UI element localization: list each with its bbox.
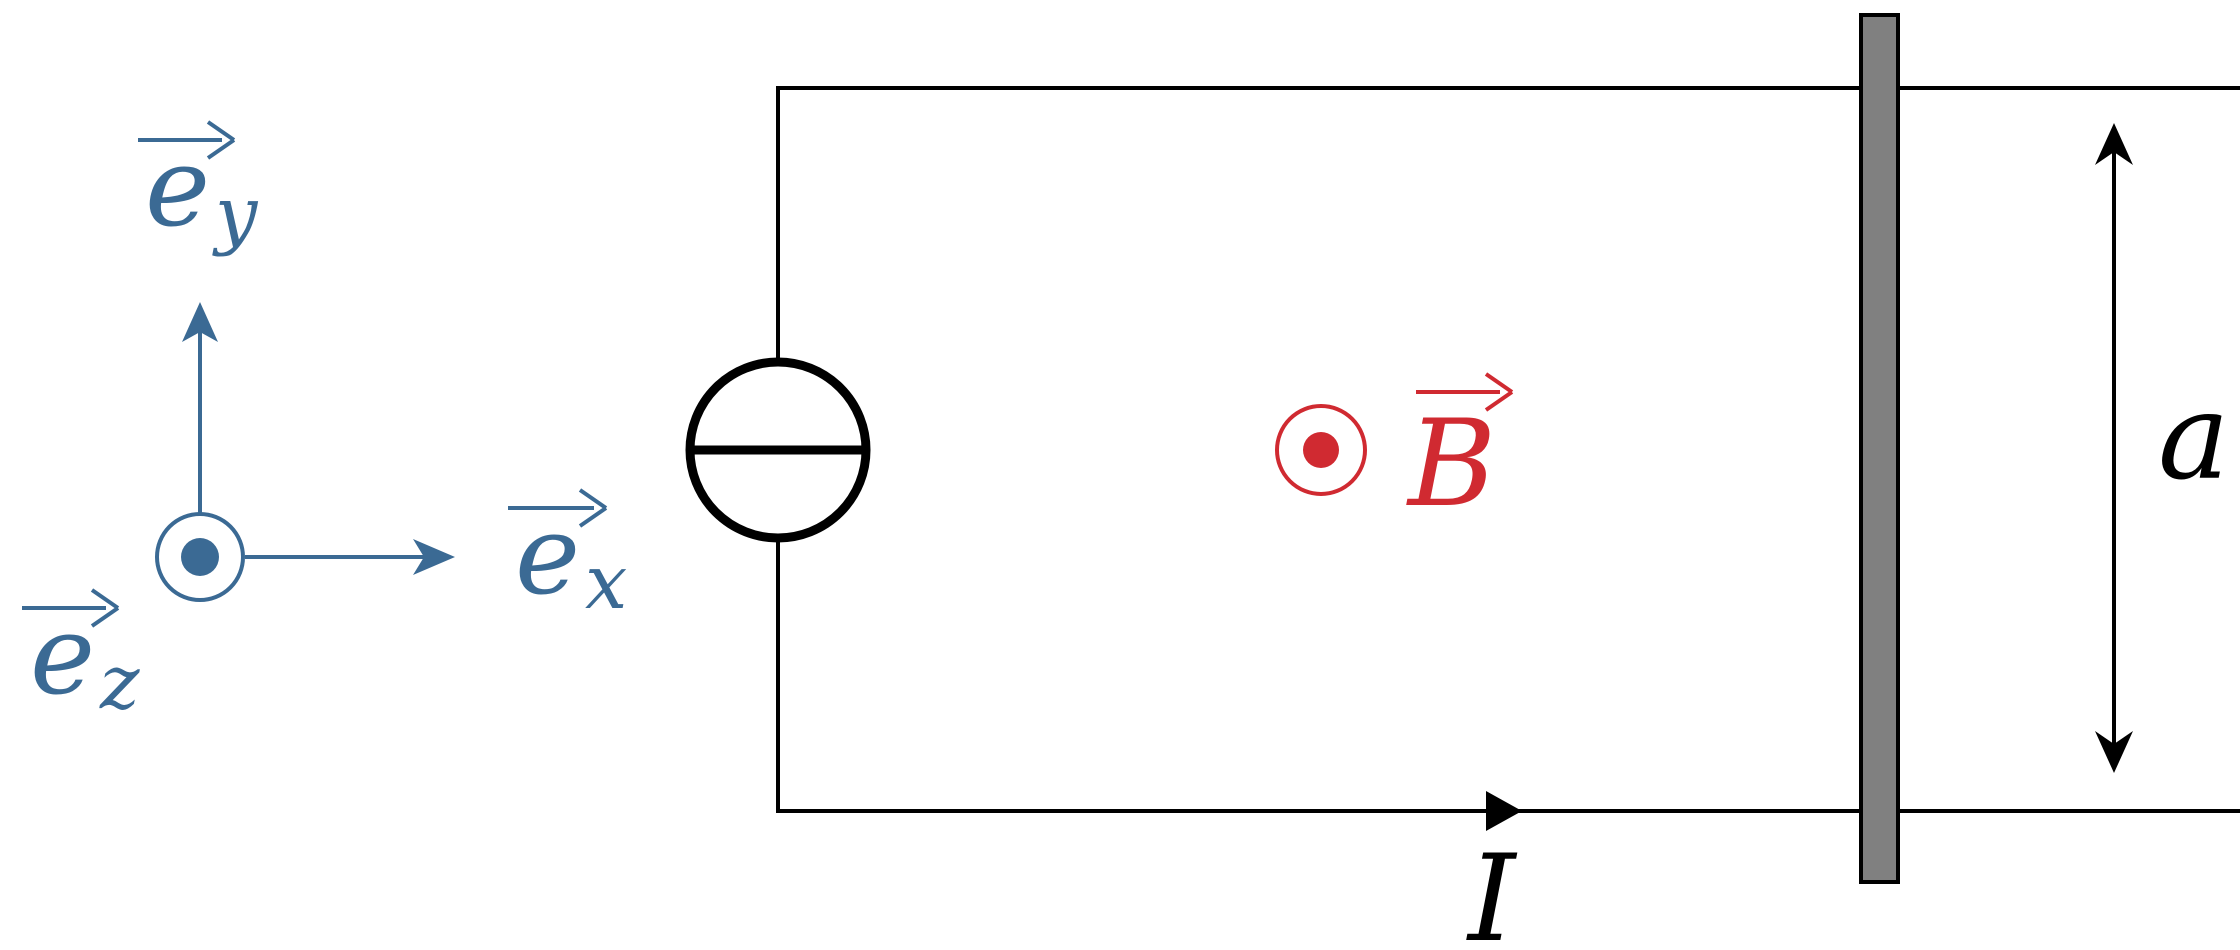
- ez-sub: z: [99, 638, 140, 726]
- current-source-icon: [685, 357, 871, 543]
- ex-label: e x: [508, 488, 627, 626]
- current-label: I: [1466, 830, 1518, 950]
- ey-arrowhead: [182, 302, 218, 342]
- ez-out-of-page-icon: [155, 512, 245, 602]
- width-dimension-arrow: [2095, 123, 2133, 773]
- ez-label: e z: [22, 588, 140, 726]
- field-out-of-page-icon: [1275, 404, 1367, 496]
- ex-sub: x: [585, 538, 627, 626]
- field-label: B: [1406, 372, 1514, 534]
- ey-base: e: [145, 123, 210, 251]
- ez-base: e: [30, 591, 95, 719]
- sliding-rod: [1859, 13, 1900, 884]
- width-label: a: [2158, 368, 2230, 507]
- ey-sub: y: [212, 170, 259, 258]
- ez-out-of-page-dot: [181, 538, 219, 576]
- ex-arrowhead: [413, 539, 455, 575]
- magnetic-field: B: [1275, 372, 1514, 534]
- field-out-of-page-dot: [1303, 432, 1339, 468]
- current-direction-arrowhead: [1486, 791, 1522, 831]
- ey-label: e y: [138, 120, 259, 258]
- field-label-text: B: [1406, 395, 1496, 534]
- coordinate-system: e y e x e z: [22, 120, 627, 726]
- ex-base: e: [515, 491, 580, 619]
- circuit: I a: [685, 13, 2240, 950]
